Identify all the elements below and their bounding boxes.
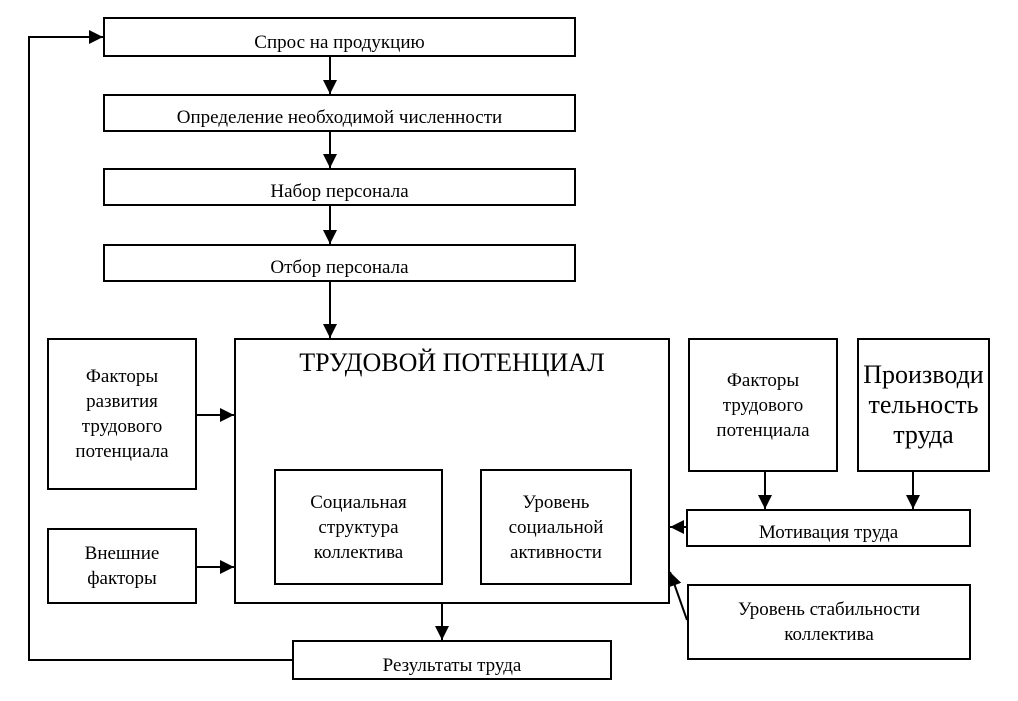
headcount-box: Определение необходимой численности	[103, 94, 576, 132]
social-activity-label: Уровень социальной активности	[508, 491, 604, 563]
stability-label: Уровень стабильности коллектива	[737, 599, 921, 645]
recruitment-label: Набор персонала	[270, 181, 409, 202]
potential-factors-box: Факторы трудового потенциала	[688, 338, 838, 472]
productivity-label: Производи тельность труда	[863, 360, 984, 449]
stability-box: Уровень стабильности коллектива	[687, 584, 971, 660]
recruitment-box: Набор персонала	[103, 168, 576, 206]
development-factors-label: Факторы развития трудового потенциала	[75, 366, 169, 462]
demand-box: Спрос на продукцию	[103, 17, 576, 57]
labor-potential-title: ТРУДОВОЙ ПОТЕНЦИАЛ	[299, 348, 605, 377]
demand-label: Спрос на продукцию	[254, 32, 425, 53]
external-factors-label: Внешние факторы	[84, 543, 160, 589]
potential-factors-label: Факторы трудового потенциала	[716, 369, 810, 441]
results-label: Результаты труда	[382, 655, 522, 676]
results-box: Результаты труда	[292, 640, 612, 680]
selection-box: Отбор персонала	[103, 244, 576, 282]
feedback-results-to-demand	[28, 30, 292, 661]
arrow-stability-to-potential	[668, 571, 688, 621]
selection-label: Отбор персонала	[270, 257, 409, 278]
social-activity-box: Уровень социальной активности	[480, 469, 632, 585]
productivity-box: Производи тельность труда	[857, 338, 990, 472]
headcount-label: Определение необходимой численности	[176, 107, 503, 128]
development-factors-box: Факторы развития трудового потенциала	[47, 338, 197, 490]
social-structure-box: Социальная структура коллектива	[274, 469, 443, 585]
external-factors-box: Внешние факторы	[47, 528, 197, 604]
motivation-label: Мотивация труда	[758, 522, 899, 543]
social-structure-label: Социальная структура коллектива	[310, 491, 407, 563]
motivation-box: Мотивация труда	[686, 509, 971, 547]
